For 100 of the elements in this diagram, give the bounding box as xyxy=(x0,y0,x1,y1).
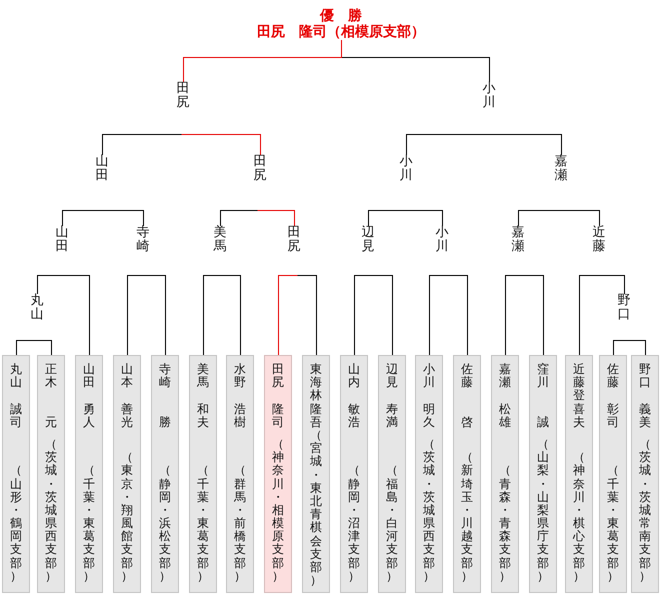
family-name: 山本 xyxy=(121,363,133,390)
player-card xyxy=(113,355,141,593)
player-card xyxy=(75,355,103,593)
winner-name: 田尻 xyxy=(288,226,300,255)
affiliation-text: （静岡・沼津支部） xyxy=(348,464,360,583)
affiliation-text: （群馬・前橋支部） xyxy=(234,464,246,583)
family-name: 田尻 xyxy=(272,363,284,390)
family-name: 寺崎 xyxy=(159,363,171,390)
winner-name: 嘉瀬 xyxy=(512,226,524,255)
family-name: 山内 xyxy=(348,363,360,390)
player-card xyxy=(264,355,292,593)
winner-name: 田尻 xyxy=(254,155,266,184)
given-name: 誠 xyxy=(537,416,549,429)
bracket-line xyxy=(62,210,144,226)
affiliation-text: （千葉・東葛支部） xyxy=(197,464,209,583)
winner-name: 小川 xyxy=(436,226,448,255)
champion-name: 田尻 隆司（相模原支部） xyxy=(257,24,425,40)
affiliation-text: （新埼玉・川越支部） xyxy=(461,451,473,583)
family-name: 辺見 xyxy=(386,363,398,390)
bracket-line xyxy=(429,275,468,356)
champion-heading: 優 勝 xyxy=(320,8,362,24)
player-card xyxy=(599,355,627,593)
player-card xyxy=(151,355,179,593)
affiliation-text: （茨城・茨城常南支部） xyxy=(639,438,651,583)
given-name: 明久 xyxy=(423,402,435,429)
family-name: 佐藤 xyxy=(607,363,619,390)
bracket-line xyxy=(220,210,295,226)
player-card xyxy=(631,355,659,593)
family-name: 佐藤 xyxy=(461,363,473,390)
family-name: 野口 xyxy=(639,363,651,390)
bracket-line xyxy=(102,134,261,156)
family-name: 嘉瀬 xyxy=(499,363,511,390)
player-name: 近藤登喜夫 xyxy=(573,363,585,429)
given-name: 寿満 xyxy=(386,402,398,429)
winner-name: 小川 xyxy=(400,155,412,184)
family-name: 正木 xyxy=(45,363,57,390)
player-card xyxy=(415,355,443,593)
given-name: 勝 xyxy=(159,416,171,429)
winner-name: 美馬 xyxy=(214,226,226,255)
affiliation-text: （青森・青森支部） xyxy=(499,464,511,583)
bracket-line xyxy=(37,275,90,356)
winner-name: 山田 xyxy=(56,226,68,255)
affiliation-text: （千葉・東葛支部） xyxy=(607,464,619,583)
player-card xyxy=(453,355,481,593)
affiliation-text: （千葉・東葛支部） xyxy=(83,464,95,583)
family-name: 美馬 xyxy=(197,363,209,390)
affiliation-text: （静岡・浜松支部） xyxy=(159,464,171,583)
player-card xyxy=(565,355,593,593)
player-card xyxy=(529,355,557,593)
bracket-line xyxy=(354,275,393,356)
winner-name: 田尻 xyxy=(176,82,190,111)
given-name: 啓 xyxy=(461,416,473,429)
affiliation-text: （東京・翔風館支部） xyxy=(121,451,133,583)
player-card xyxy=(189,355,217,593)
winner-name: 近藤 xyxy=(592,226,606,255)
given-name: 勇人 xyxy=(83,402,95,429)
bracket-line xyxy=(127,275,166,356)
given-name: 善光 xyxy=(121,402,133,429)
winner-name: 丸山 xyxy=(30,294,44,323)
bracket-line xyxy=(613,340,646,356)
bracket-line xyxy=(518,210,600,226)
bracket-line xyxy=(579,275,625,356)
bracket-line xyxy=(203,275,241,356)
bracket-line xyxy=(183,40,342,82)
affiliation-text: （茨城・茨城県西支部） xyxy=(45,438,57,583)
family-name: 窪川 xyxy=(537,363,549,390)
bracket-line xyxy=(505,275,544,356)
family-name: 小川 xyxy=(423,363,435,390)
affiliation-text: （福島・白河支部） xyxy=(386,464,398,583)
winner-name: 寺崎 xyxy=(136,226,150,255)
player-card xyxy=(491,355,519,593)
player-name: 東海林隆吾 xyxy=(310,363,322,429)
player-card xyxy=(2,355,30,593)
affiliation-text: （山梨・山梨県庁支部） xyxy=(537,438,549,583)
bracket-line xyxy=(368,210,443,226)
bracket-line xyxy=(406,134,562,156)
affiliation-text: （神奈川・棋心支部） xyxy=(573,451,585,583)
player-card xyxy=(37,355,65,593)
given-name: 敏浩 xyxy=(348,402,360,429)
given-name: 隆司 xyxy=(272,402,284,429)
affiliation-text: （茨城・茨城県西支部） xyxy=(423,438,435,583)
winner-name: 辺見 xyxy=(362,226,374,255)
given-name: 誠司 xyxy=(10,402,22,429)
given-name: 浩樹 xyxy=(234,402,246,429)
winner-name: 嘉瀬 xyxy=(554,155,568,184)
family-name: 丸山 xyxy=(10,363,22,390)
family-name: 水野 xyxy=(234,363,246,390)
affiliation-text: （宮城・東北青棋会支部） xyxy=(310,429,322,588)
player-card xyxy=(226,355,254,593)
given-name: 元 xyxy=(45,416,57,429)
player-card xyxy=(378,355,406,593)
given-name: 義美 xyxy=(639,402,651,429)
winner-name: 山田 xyxy=(96,155,108,184)
given-name: 松雄 xyxy=(499,402,511,429)
affiliation-text: （山形・鶴岡支部） xyxy=(10,464,22,583)
winner-name: 野口 xyxy=(618,294,630,323)
player-card xyxy=(340,355,368,593)
bracket-line xyxy=(16,340,52,356)
player-card xyxy=(302,355,330,593)
given-name: 和夫 xyxy=(197,402,209,429)
